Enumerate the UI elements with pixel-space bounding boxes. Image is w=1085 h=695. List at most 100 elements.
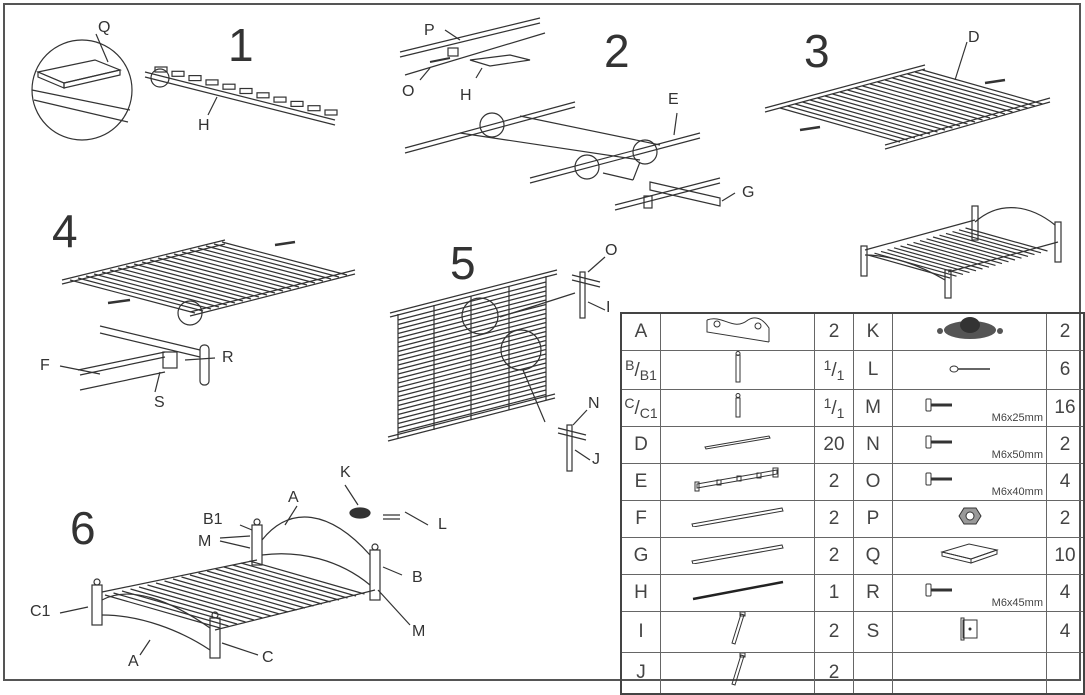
short-post-icon — [733, 392, 743, 424]
slat-line — [232, 564, 348, 599]
slat-line — [215, 568, 331, 603]
bolt-size-spec: M6x40mm — [991, 486, 1043, 498]
slat-holder-shape — [273, 96, 287, 103]
part-letter: O — [853, 463, 893, 501]
part-letter: H — [620, 574, 661, 612]
tall-post-icon — [733, 351, 743, 389]
step-number-1: 1 — [228, 19, 254, 71]
step-number-4: 4 — [52, 205, 78, 257]
slat-line — [397, 303, 547, 344]
slat-icon — [703, 434, 773, 456]
slat-holder-shape — [307, 105, 321, 112]
slat-line — [922, 69, 1043, 105]
part-letter-sub: C1 — [639, 405, 658, 421]
slat-holder-icon — [939, 540, 1001, 572]
slat-line — [899, 75, 1021, 111]
slat-line — [919, 240, 1003, 265]
slat-line — [397, 362, 547, 402]
slat-holder-shape — [205, 79, 219, 86]
slat-line — [397, 375, 547, 416]
slat-line — [181, 251, 308, 286]
label-f: F — [40, 357, 50, 374]
part-picture — [660, 652, 815, 695]
part-quantity: 20 — [814, 426, 854, 464]
label-g: G — [742, 184, 755, 201]
slat-line — [877, 81, 998, 117]
leg-icon — [730, 611, 746, 652]
part-quantity: 6 — [1046, 350, 1085, 390]
label-n: N — [588, 395, 600, 412]
slat-line — [397, 380, 547, 420]
slat-line — [85, 275, 212, 310]
label-o-step5: O — [605, 242, 618, 259]
part-letter-slash: / — [634, 398, 640, 419]
part-quantity: 2 — [1046, 500, 1085, 538]
part-letter: C/C1 — [620, 389, 661, 427]
slat-line — [939, 234, 1022, 259]
part-letter-main: C — [624, 395, 635, 411]
label-q: Q — [98, 19, 111, 36]
qty-numerator: 1 — [823, 395, 832, 411]
slat-line — [817, 97, 938, 133]
slat-line — [869, 83, 991, 119]
slat-line — [240, 562, 357, 597]
slat-line — [906, 243, 990, 268]
ornament-icon — [934, 315, 1006, 349]
label-s: S — [154, 394, 165, 411]
slat-holder-shape — [290, 100, 304, 108]
part-picture: M6x25mm — [892, 389, 1047, 427]
part-picture — [660, 389, 815, 427]
slat-holder-shape — [256, 92, 270, 99]
slat-line — [893, 247, 977, 272]
rail-icon — [690, 542, 786, 570]
hex-nut-icon — [957, 507, 982, 531]
bolt-size-spec: M6x45mm — [991, 597, 1043, 609]
slat-line — [104, 594, 221, 629]
part-quantity: 2 — [814, 537, 854, 575]
qty-slash: / — [831, 398, 837, 419]
part-letter: G — [620, 537, 661, 575]
step4-drawing — [59, 239, 356, 393]
part-picture — [660, 574, 815, 612]
slat-line — [809, 99, 931, 135]
part-quantity: 2 — [814, 652, 854, 695]
headboard-panel-icon — [703, 314, 773, 350]
part-picture — [892, 350, 1047, 390]
part-picture — [892, 537, 1047, 575]
slat-line — [397, 339, 547, 380]
slat-line — [101, 271, 228, 306]
part-picture — [892, 652, 1047, 695]
step-number-2: 2 — [604, 25, 630, 77]
slat-line — [223, 566, 340, 601]
qty-numerator: 1 — [823, 357, 832, 373]
part-quantity: 10 — [1046, 537, 1085, 575]
rail-icon — [690, 505, 786, 533]
slat-line — [892, 77, 1013, 113]
slat-line — [77, 277, 204, 312]
part-letter: D — [620, 426, 661, 464]
slat-line — [887, 249, 970, 274]
part-quantity: 2 — [1046, 426, 1085, 464]
qty-denominator: 1 — [836, 405, 845, 421]
slat-line — [794, 103, 916, 139]
slat-holder-shape — [171, 70, 185, 77]
slat-line — [133, 263, 260, 298]
part-picture — [660, 426, 815, 464]
slat-line — [397, 371, 547, 411]
label-e: E — [668, 91, 679, 108]
slat-line — [867, 254, 951, 279]
label-r: R — [222, 349, 234, 366]
slat-line — [900, 245, 983, 270]
label-o: O — [402, 83, 415, 100]
slat-line — [147, 584, 263, 619]
slat-line — [164, 580, 280, 615]
part-quantity: 2 — [814, 463, 854, 501]
part-picture — [892, 500, 1047, 538]
slat-line — [802, 101, 923, 137]
label-a-headboard: A — [288, 489, 299, 506]
slat-line — [787, 105, 908, 141]
